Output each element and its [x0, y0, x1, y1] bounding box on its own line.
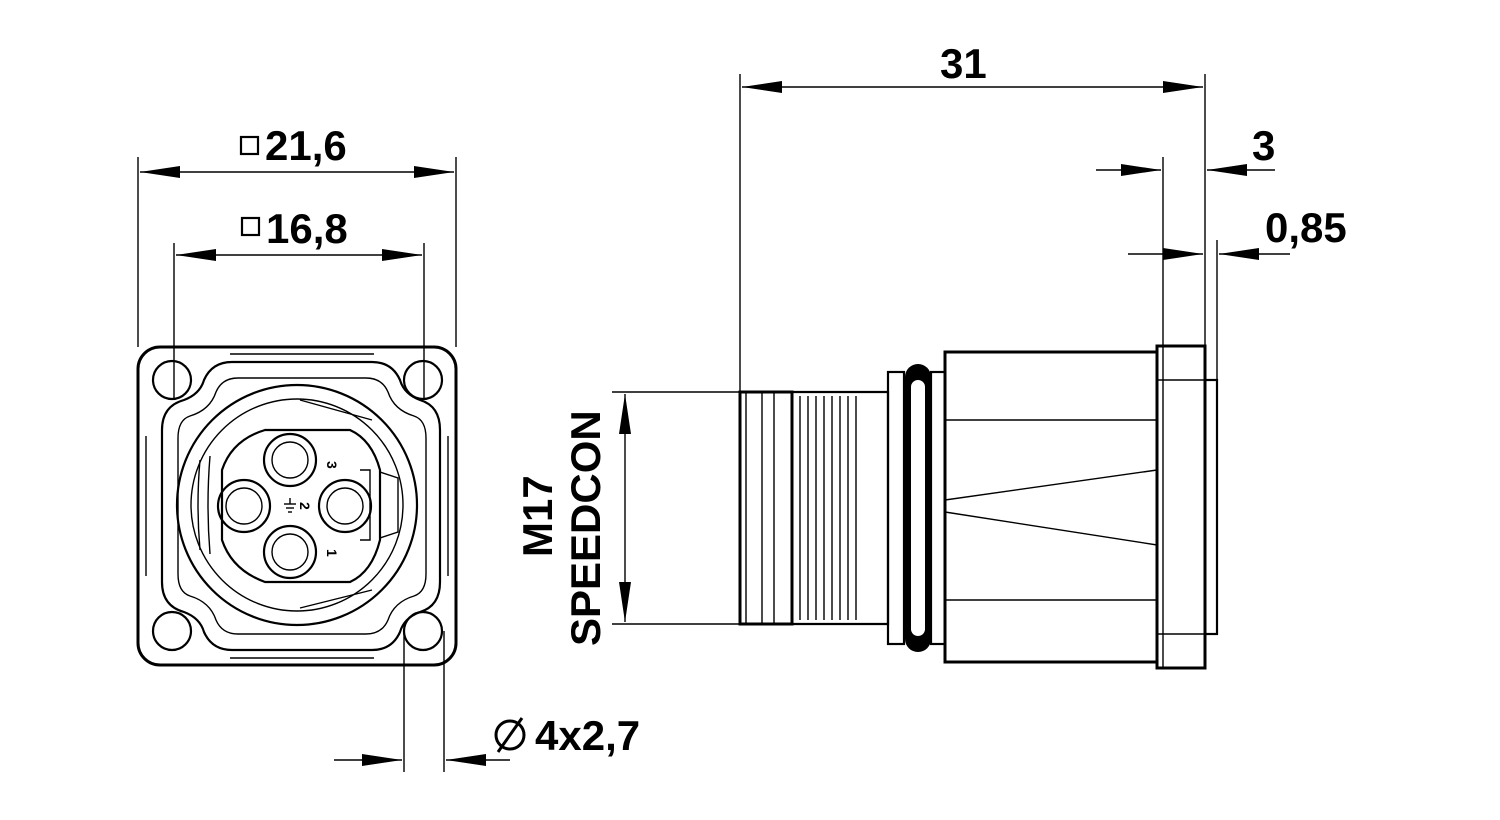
dimension-outer-square: 21,6: [137, 122, 457, 347]
socket-outer: [175, 383, 419, 627]
thread-label-m17: M17: [514, 475, 561, 557]
square-symbol-icon: [240, 216, 261, 237]
front-recess-inner: [177, 377, 427, 635]
dim-holes-text: 4x2,7: [535, 712, 640, 759]
square-symbol-icon: [239, 135, 260, 156]
mounting-hole-tr: [402, 359, 444, 401]
front-flange-outline: [136, 345, 458, 667]
side-flange: [1155, 344, 1207, 670]
ground-symbol-icon: [284, 498, 296, 513]
dimension-holes: 4x2,7: [334, 631, 640, 772]
dim-gap-text: 0,85: [1265, 204, 1347, 251]
front-recess-edge: [145, 353, 449, 659]
dim-inner-square-text: 16,8: [266, 205, 348, 252]
front-recess-outline: [160, 360, 442, 652]
mounting-hole-bl: [151, 610, 193, 652]
mounting-hole-br: [402, 610, 444, 652]
dimension-flange-thickness: 3: [1096, 122, 1275, 346]
mounting-hole-tl: [151, 359, 193, 401]
pin-left: [216, 478, 272, 534]
thread-body: [738, 390, 794, 626]
socket-insert: [220, 428, 382, 584]
socket-ring: [190, 398, 404, 612]
pin-contacts: [216, 432, 373, 580]
pin-bottom: [262, 524, 318, 580]
collar: [886, 370, 906, 646]
front-view: 3 2 1: [136, 345, 458, 667]
diameter-symbol-icon: [494, 717, 526, 753]
rear-stub: [1203, 378, 1219, 636]
dimension-overall-length: 31: [739, 40, 1206, 392]
pin-top: [262, 432, 318, 488]
dimension-inner-square: 16,8: [173, 205, 425, 400]
dimension-gap: 0,85: [1128, 204, 1347, 380]
dim-overall-length-text: 31: [940, 40, 987, 87]
pin-label-2: 2: [297, 502, 313, 510]
pin-label-3: 3: [324, 461, 340, 469]
side-view: [738, 344, 1219, 670]
dimension-thread: M17 SPEEDCON: [514, 391, 740, 646]
pin-right: [317, 478, 373, 534]
body-taper-lines: [944, 469, 1158, 546]
pin-label-1: 1: [324, 549, 340, 557]
thread-label-speedcon: SPEEDCON: [562, 410, 609, 646]
socket-latch-lines: [197, 399, 373, 609]
dim-outer-square-text: 21,6: [265, 122, 347, 169]
dim-flange-thickness-text: 3: [1252, 122, 1275, 169]
main-body: [943, 350, 1159, 664]
